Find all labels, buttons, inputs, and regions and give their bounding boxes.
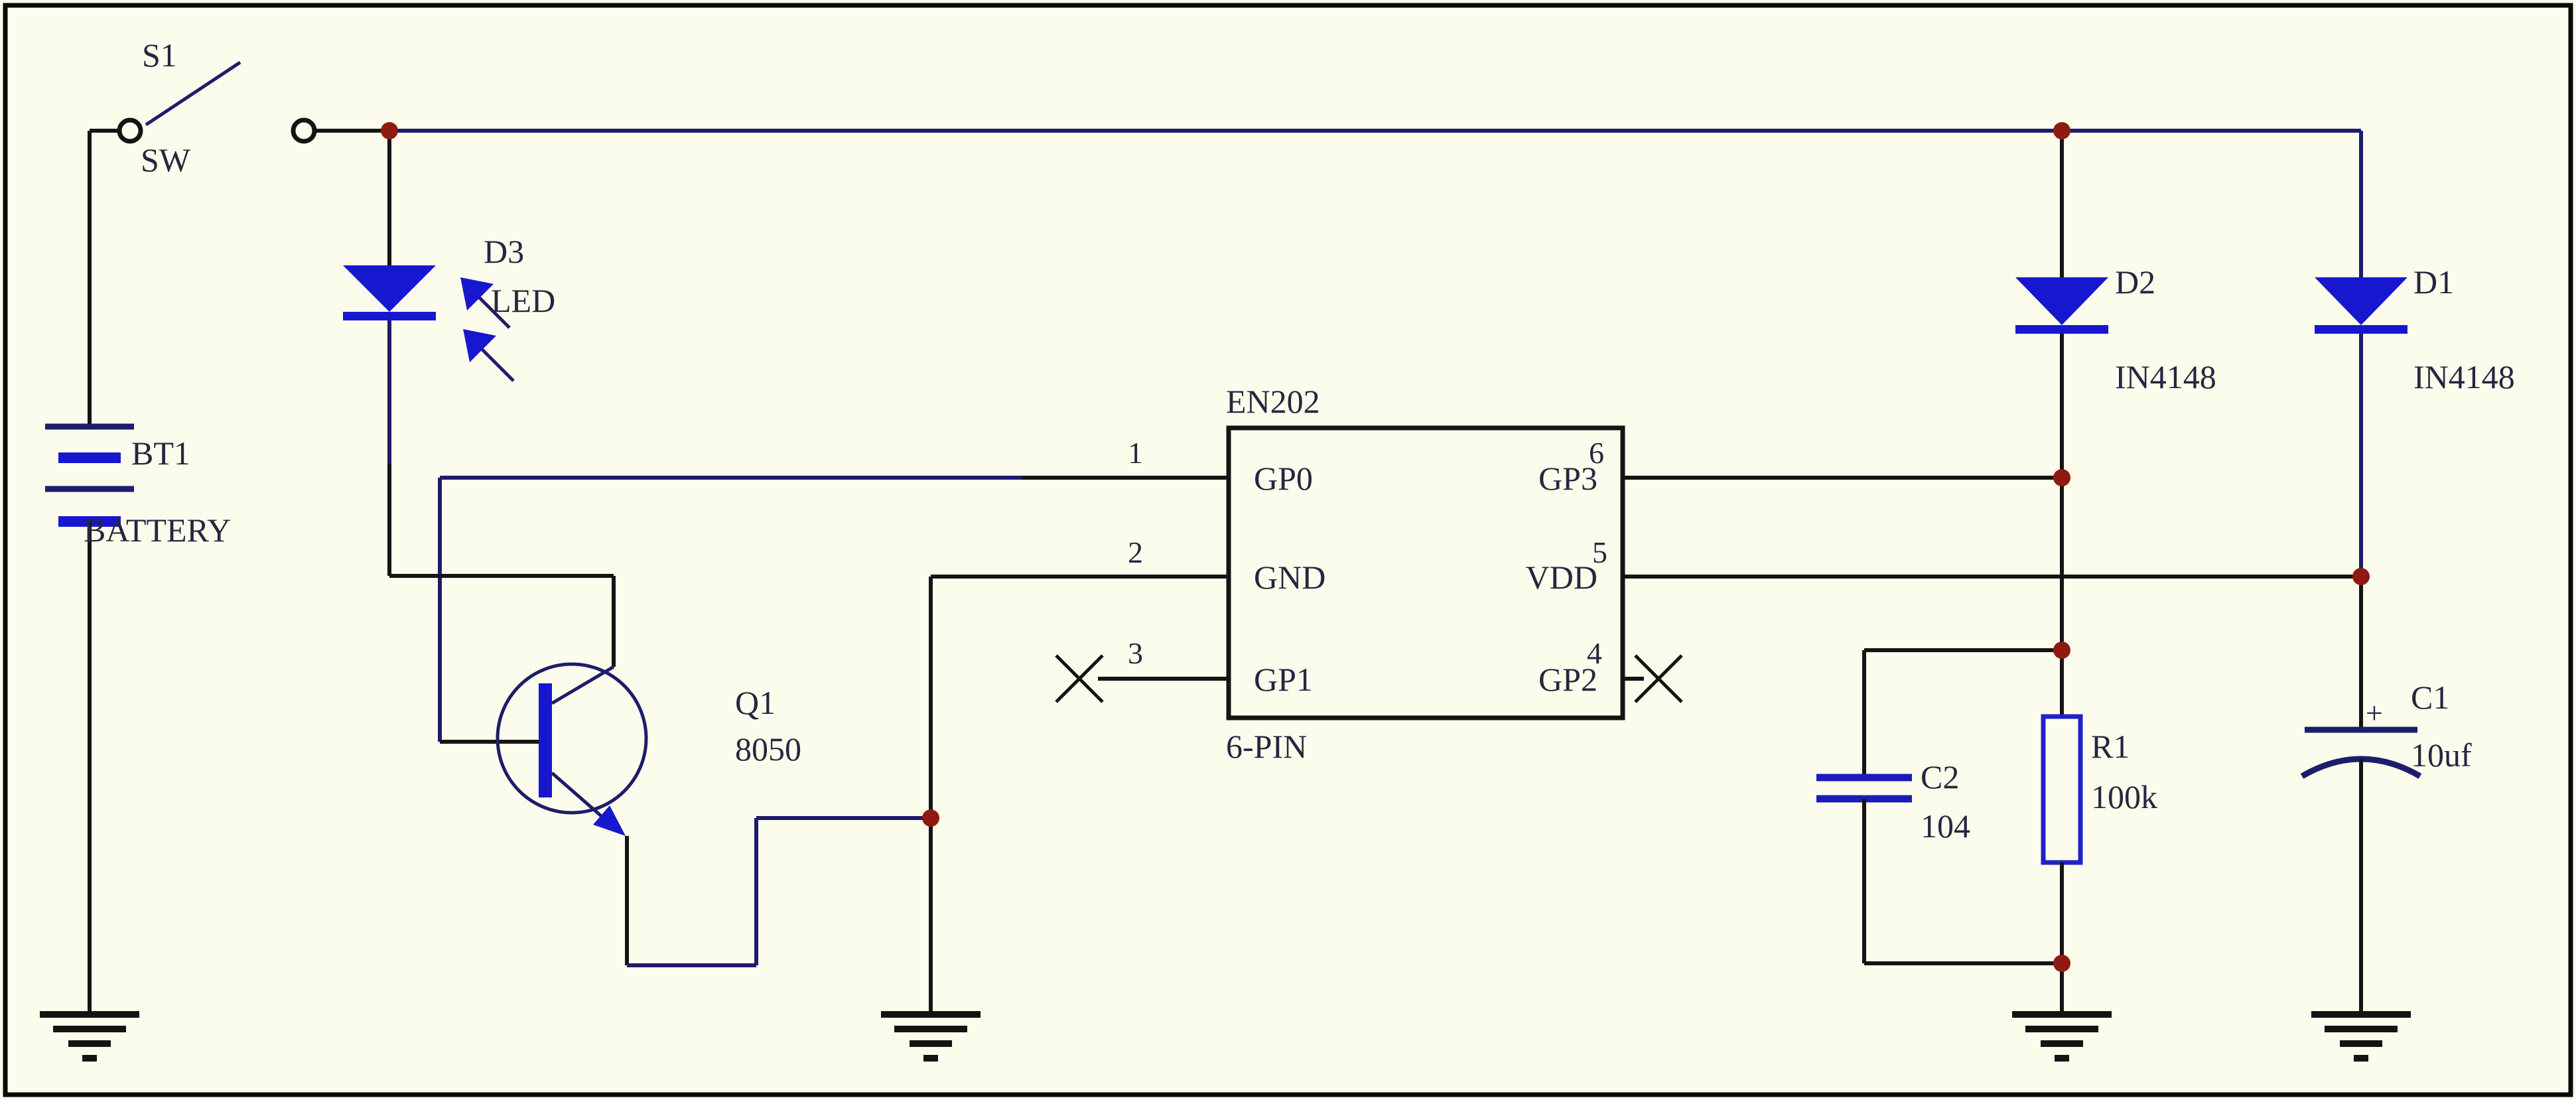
transistor-emitter-diag xyxy=(551,772,612,825)
page-border xyxy=(3,3,2573,1097)
c1-polarity-sign: + xyxy=(2366,696,2383,730)
diode-d1: D1 IN4148 xyxy=(2315,131,2515,577)
ic-pin-label-gnd: GND xyxy=(1254,559,1325,596)
emitter-arrowhead xyxy=(593,805,626,836)
ic-pin-number-4: 4 xyxy=(1587,636,1602,670)
led-ref-label: D3 xyxy=(484,233,524,270)
battery-type-label: BATTERY xyxy=(84,512,231,549)
ground-symbol xyxy=(40,1011,139,1062)
ic-pin-number-1: 1 xyxy=(1128,436,1143,470)
capacitor-c1: + C1 10uf xyxy=(2300,577,2472,1014)
ic-pin-label-gp0: GP0 xyxy=(1254,460,1313,497)
resistor-r1: R1 100k xyxy=(2041,714,2157,1014)
d1-cathode-bar xyxy=(2315,325,2407,334)
led-arrow-icon xyxy=(463,329,496,362)
ic-en202: EN202 6-PIN GP0 GND GP1 GP3 VDD GP2 1 2 … xyxy=(929,383,2361,1014)
c1-value-label: 10uf xyxy=(2411,736,2472,774)
transistor-q1: Q1 8050 xyxy=(389,574,931,967)
ground-symbol xyxy=(2311,1011,2411,1062)
ic-pin-number-5: 5 xyxy=(1592,535,1607,569)
battery-ref-label: BT1 xyxy=(131,435,190,472)
d2-ref-label: D2 xyxy=(2115,263,2155,301)
ground-symbol xyxy=(881,1011,981,1062)
ic-pin-number-3: 3 xyxy=(1128,636,1143,670)
d1-part-label: IN4148 xyxy=(2413,358,2515,395)
c2-value-label: 104 xyxy=(1921,807,1970,845)
switch-terminal-right xyxy=(291,117,317,144)
junction-dot xyxy=(2053,642,2070,659)
transistor-base-bar xyxy=(539,683,552,797)
led-triangle xyxy=(343,265,436,312)
ground-symbol xyxy=(2012,1011,2112,1062)
ic-package-label: 6-PIN xyxy=(1226,728,1307,765)
wire-gp0-to-base xyxy=(438,476,1229,744)
ic-pin-label-gp3: GP3 xyxy=(1538,460,1597,497)
transistor-collector-diag xyxy=(551,665,615,705)
transistor-ref-label: Q1 xyxy=(735,684,776,721)
no-connect-x-icon xyxy=(1634,654,1683,703)
junction-dot xyxy=(922,809,939,827)
d2-triangle xyxy=(2015,277,2108,325)
led-type-label: LED xyxy=(491,282,555,319)
ic-pin-number-2: 2 xyxy=(1128,535,1143,569)
led-arrow-icon xyxy=(460,277,494,310)
diode-d2: D2 IN4148 xyxy=(2015,131,2216,717)
switch-blade xyxy=(145,60,241,127)
junction-dot xyxy=(2053,955,2070,972)
ic-pin-label-gp2: GP2 xyxy=(1538,661,1597,698)
no-connect-x-icon xyxy=(1055,654,1104,703)
transistor-body-circle xyxy=(496,662,648,815)
junction-dots xyxy=(381,122,2370,972)
junction-dot xyxy=(2352,568,2370,585)
c2-ref-label: C2 xyxy=(1921,758,1959,795)
r1-ref-label: R1 xyxy=(2091,728,2130,765)
transistor-part-label: 8050 xyxy=(735,730,801,768)
d1-ref-label: D1 xyxy=(2413,263,2454,301)
battery-bt1: BT1 BATTERY xyxy=(45,131,231,1014)
capacitor-c2: C2 104 xyxy=(1816,648,2062,965)
c1-ref-label: C1 xyxy=(2411,679,2449,716)
ic-pin-label-vdd: VDD xyxy=(1526,559,1597,596)
d2-cathode-bar xyxy=(2015,325,2108,334)
switch-ref-label: S1 xyxy=(142,36,177,74)
ic-name-label: EN202 xyxy=(1226,383,1320,420)
led-cathode-bar xyxy=(343,312,436,320)
junction-dot xyxy=(2053,122,2070,139)
switch-type-label: SW xyxy=(141,141,191,178)
d2-part-label: IN4148 xyxy=(2115,358,2216,395)
ic-body xyxy=(1226,425,1625,721)
d1-triangle xyxy=(2315,277,2407,325)
ic-pin-number-6: 6 xyxy=(1589,436,1604,470)
junction-dot xyxy=(381,122,398,139)
r1-value-label: 100k xyxy=(2091,778,2157,815)
switch-terminal-left xyxy=(117,117,143,144)
led-d3: D3 LED xyxy=(343,131,555,576)
switch-s1: S1 SW xyxy=(90,36,317,178)
junction-dot xyxy=(2053,469,2070,486)
ic-pin-label-gp1: GP1 xyxy=(1254,661,1313,698)
